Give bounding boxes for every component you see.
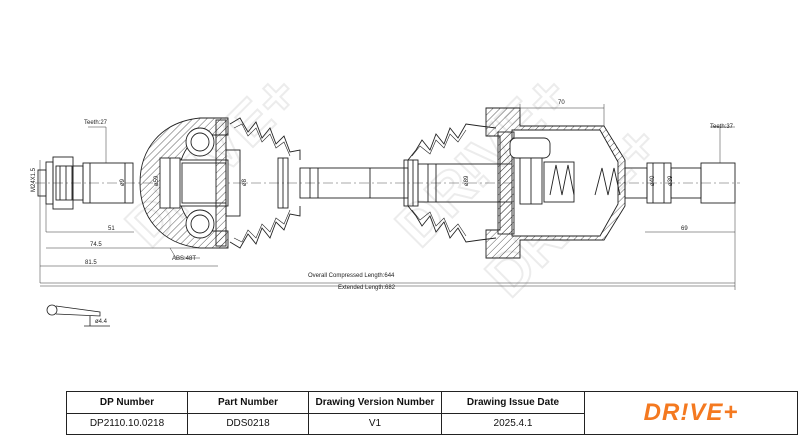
title-block: DP Number DP2110.10.0218 Part Number DDS… xyxy=(66,391,798,435)
date-label: Drawing Issue Date xyxy=(442,392,584,414)
inner-boot xyxy=(403,123,519,243)
version-value: V1 xyxy=(368,418,382,430)
split-pin xyxy=(46,304,110,327)
dia-label-3: ø8 xyxy=(242,178,248,186)
len-74-5: 74.5 xyxy=(90,242,102,248)
abs-label: ABS:48T xyxy=(172,256,196,262)
right-stub-shaft xyxy=(624,162,736,204)
inner-cv-housing xyxy=(485,107,626,259)
len-70: 70 xyxy=(558,100,565,106)
left-stub-shaft xyxy=(37,156,134,210)
dia-label-right-1: ø40 xyxy=(650,175,656,186)
teeth-right-label: Teeth:37 xyxy=(710,124,734,130)
brand-logo-text: DR!VE+ xyxy=(643,399,739,426)
brand-logo: DR!VE+ xyxy=(585,392,797,434)
dp-number-cell: DP Number DP2110.10.0218 xyxy=(67,392,188,434)
teeth-left-label: Teeth:27 xyxy=(84,120,108,126)
dia-label-mid: ø89 xyxy=(464,175,470,186)
left-boot xyxy=(229,117,301,249)
dia-label-right-2: ø39 xyxy=(668,175,674,186)
version-cell: Drawing Version Number V1 xyxy=(309,392,442,434)
extended-length: Extended Length:682 xyxy=(338,285,396,291)
dimension-lines xyxy=(39,104,736,290)
len-81-5: 81.5 xyxy=(85,260,97,266)
pin-diameter: ø4.4 xyxy=(95,319,108,325)
dp-number-value: DP2110.10.0218 xyxy=(89,418,165,430)
thread-label: M24X1.5 xyxy=(31,167,37,192)
part-number-value: DDS0218 xyxy=(226,418,270,430)
dia-label-1: ø9 xyxy=(120,178,126,186)
part-number-cell: Part Number DDS0218 xyxy=(188,392,309,434)
left-cv-joint xyxy=(139,117,241,249)
dp-number-label: DP Number xyxy=(67,392,187,414)
date-value: 2025.4.1 xyxy=(493,418,533,430)
drive-shaft-drawing: DR!VE+ DR!VE+ DR!VE+ xyxy=(31,61,740,327)
dia-label-2: ø59 xyxy=(154,175,160,186)
len-69: 69 xyxy=(681,226,688,232)
len-51: 51 xyxy=(108,226,115,232)
part-number-label: Part Number xyxy=(188,392,308,414)
version-label: Drawing Version Number xyxy=(309,392,441,414)
date-cell: Drawing Issue Date 2025.4.1 xyxy=(442,392,585,434)
dimension-labels: Teeth:27 Teeth:37 M24X1.5 ABS:48T ø9 ø59… xyxy=(31,100,734,325)
overall-length: Overall Compressed Length:644 xyxy=(308,273,395,279)
